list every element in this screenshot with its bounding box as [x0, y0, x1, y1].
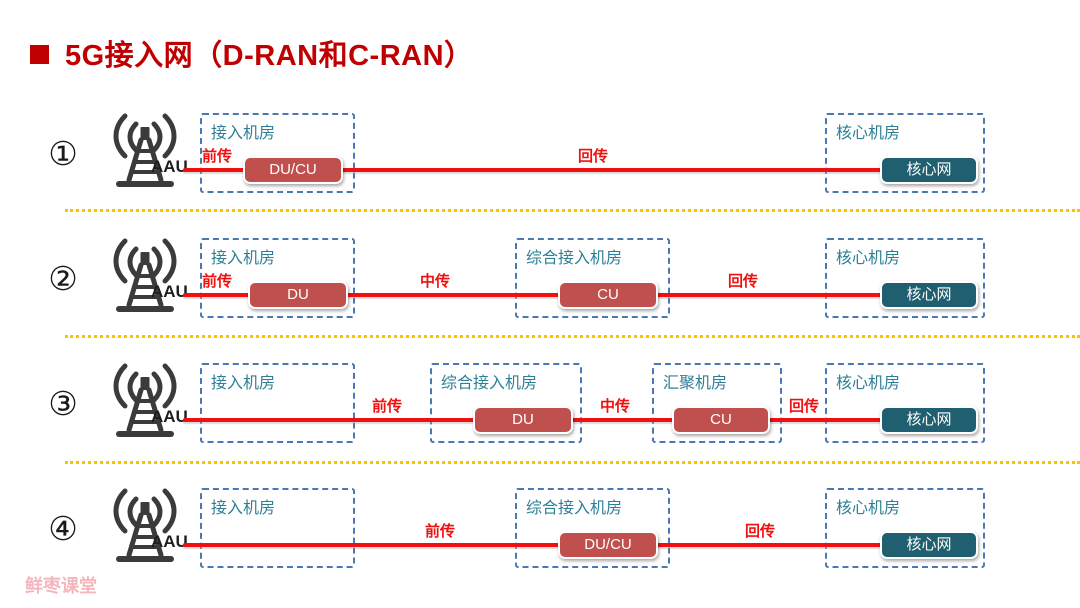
base-station-tower-icon — [90, 484, 200, 570]
room-label: 综合接入机房 — [526, 250, 623, 267]
fiber-line — [183, 293, 885, 297]
unit-du-cu: DU/CU — [243, 156, 343, 184]
room-access-box: 接入机房 — [200, 363, 355, 443]
unit-cu: CU — [558, 281, 658, 309]
link-label-midhaul: 中传 — [420, 273, 451, 290]
room-label: 核心机房 — [836, 375, 901, 392]
row-separator — [65, 335, 1080, 338]
room-core-box: 核心机房 — [825, 488, 985, 568]
base-station-tower-icon — [90, 109, 200, 195]
page-title: 5G接入网（D-RAN和C-RAN） — [30, 32, 474, 74]
unit-du: DU — [473, 406, 573, 434]
unit-core-network: 核心网 — [880, 531, 978, 559]
link-label-backhaul: 回传 — [789, 398, 820, 415]
room-label: 核心机房 — [836, 250, 901, 267]
scenario-row-3: ③ AAU 接入机房 综合接入机房 汇聚机房 核心机房 前传 中传 回传 — [0, 355, 1080, 455]
link-label-fronthaul: 前传 — [202, 273, 233, 290]
unit-core-network: 核心网 — [880, 156, 978, 184]
room-access-box: 接入机房 — [200, 488, 355, 568]
room-label: 核心机房 — [836, 125, 901, 142]
room-label: 综合接入机房 — [441, 375, 538, 392]
room-integrated-access-box: 综合接入机房 — [515, 238, 670, 318]
room-integrated-access-box: 综合接入机房 — [515, 488, 670, 568]
link-label-backhaul: 回传 — [728, 273, 759, 290]
aau-label: AAU — [151, 532, 188, 551]
room-core-box: 核心机房 — [825, 113, 985, 193]
title-bullet-square — [30, 44, 49, 64]
row-number: ③ — [48, 385, 78, 422]
link-label-backhaul: 回传 — [578, 148, 609, 165]
room-label: 接入机房 — [211, 250, 276, 267]
row-number: ① — [48, 135, 78, 172]
room-aggregation-box: 汇聚机房 — [652, 363, 782, 443]
unit-du-cu: DU/CU — [558, 531, 658, 559]
page-title-text: 5G接入网（D-RAN和C-RAN） — [65, 40, 474, 72]
aau-label: AAU — [151, 407, 188, 426]
room-core-box: 核心机房 — [825, 238, 985, 318]
room-integrated-access-box: 综合接入机房 — [430, 363, 582, 443]
room-label: 汇聚机房 — [663, 375, 728, 392]
fiber-line — [183, 168, 885, 172]
row-number: ② — [48, 260, 78, 297]
room-label: 接入机房 — [211, 375, 276, 392]
unit-cu: CU — [672, 406, 770, 434]
scenario-row-4: ④ AAU 接入机房 综合接入机房 核心机房 前传 回传 DU/CU 核心网 — [0, 480, 1080, 580]
scenario-row-2: ② AAU 接入机房 综合接入机房 核心机房 前传 中传 回传 DU CU 核心… — [0, 230, 1080, 330]
unit-core-network: 核心网 — [880, 406, 978, 434]
base-station-tower-icon — [90, 234, 200, 320]
link-label-backhaul: 回传 — [745, 523, 776, 540]
link-label-fronthaul: 前传 — [202, 148, 233, 165]
row-number: ④ — [48, 510, 78, 547]
room-label: 综合接入机房 — [526, 500, 623, 517]
room-access-box: 接入机房 — [200, 113, 355, 193]
watermark: 鲜枣课堂 — [25, 576, 97, 596]
link-label-fronthaul: 前传 — [425, 523, 456, 540]
room-core-box: 核心机房 — [825, 363, 985, 443]
aau-label: AAU — [151, 157, 188, 176]
unit-du: DU — [248, 281, 348, 309]
base-station-tower-icon — [90, 359, 200, 445]
row-separator — [65, 209, 1080, 212]
room-label: 核心机房 — [836, 500, 901, 517]
room-access-box: 接入机房 — [200, 238, 355, 318]
link-label-midhaul: 中传 — [600, 398, 631, 415]
scenario-row-1: ① AAU 接入机房 核心机房 前传 回传 DU/CU 核心网 — [0, 105, 1080, 205]
row-separator — [65, 461, 1080, 464]
aau-label: AAU — [151, 282, 188, 301]
room-label: 接入机房 — [211, 125, 276, 142]
unit-core-network: 核心网 — [880, 281, 978, 309]
room-label: 接入机房 — [211, 500, 276, 517]
fiber-line — [183, 543, 885, 547]
link-label-fronthaul: 前传 — [372, 398, 403, 415]
